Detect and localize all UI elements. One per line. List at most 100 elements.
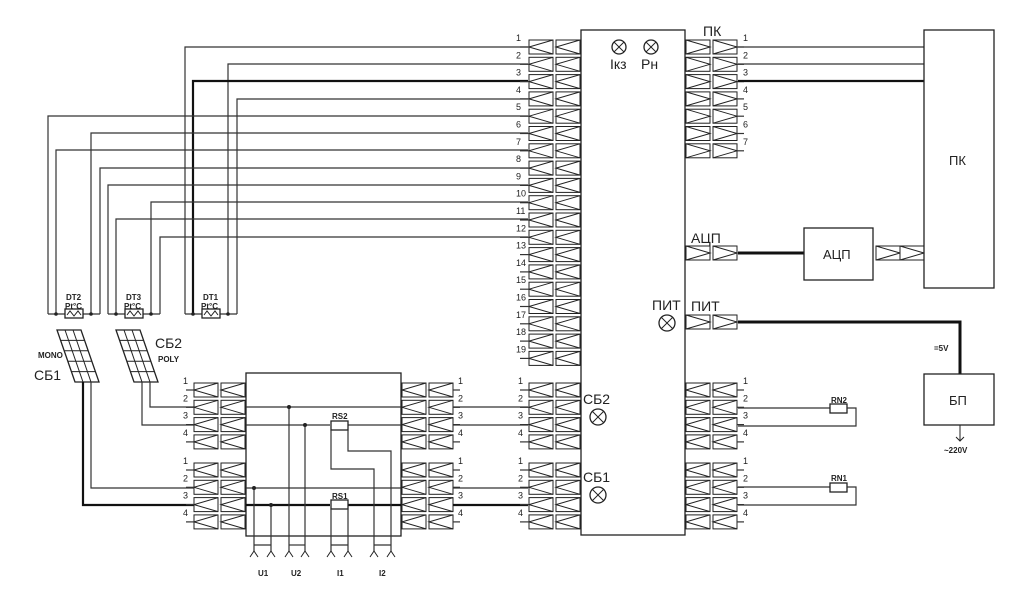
pin-label: 4 xyxy=(518,428,523,438)
pin-label: 3 xyxy=(183,411,188,421)
terminal-icon xyxy=(192,434,219,450)
terminal-icon xyxy=(219,514,246,530)
pin-label: 1 xyxy=(183,376,188,386)
pin-label: 1 xyxy=(458,376,463,386)
pin-label: 17 xyxy=(516,310,526,320)
terminal-icon xyxy=(527,108,554,124)
terminal-icon xyxy=(400,434,427,450)
terminal-icon xyxy=(554,417,581,433)
adc-block-label: АЦП xyxy=(823,247,851,262)
terminal-icon xyxy=(684,382,711,398)
output-plug-icon xyxy=(326,544,353,558)
terminal-icon xyxy=(400,514,427,530)
terminal-icon xyxy=(219,417,246,433)
terminal-icon xyxy=(711,479,738,495)
terminal-icon xyxy=(192,417,219,433)
terminal-icon xyxy=(219,462,246,478)
terminal-icon xyxy=(554,333,581,349)
terminal-icon xyxy=(527,229,554,245)
pin-label: 3 xyxy=(743,411,748,421)
pin-label: 3 xyxy=(458,411,463,421)
terminal-icon xyxy=(527,316,554,332)
indicator-sb2: СБ2 xyxy=(583,391,610,426)
terminal-icon xyxy=(685,143,712,159)
sensor-dt1-id: DT1 xyxy=(203,293,219,302)
pin-label: 9 xyxy=(516,171,521,181)
sensor-dt2: DT2 Pt°C xyxy=(54,293,93,319)
terminal-icon xyxy=(192,462,219,478)
pin-label: 7 xyxy=(516,137,521,147)
measurement-outputs xyxy=(249,544,396,558)
terminal-icon xyxy=(554,350,581,366)
pin-label: 3 xyxy=(518,411,523,421)
panel-type-label: MONO xyxy=(38,351,63,360)
panel-id-label: СБ1 xyxy=(34,367,61,383)
terminal-icon xyxy=(527,160,554,176)
terminal-icon xyxy=(685,245,712,261)
pin-label: 3 xyxy=(458,491,463,501)
terminal-icon xyxy=(711,514,738,530)
sensor-dt3: DT3 Pt°C xyxy=(114,293,153,319)
pin-label: 3 xyxy=(183,491,188,501)
terminal-icon xyxy=(554,479,581,495)
load-rn2: RN2 xyxy=(738,396,857,427)
terminal-icon xyxy=(685,314,712,330)
pin-label: 4 xyxy=(743,508,748,518)
pin-label: 4 xyxy=(518,508,523,518)
terminal-icon xyxy=(684,514,711,530)
terminal-icon xyxy=(192,514,219,530)
terminal-icon xyxy=(527,91,554,107)
terminal-icon xyxy=(712,39,739,55)
pc-block-label: ПК xyxy=(949,153,966,168)
terminal-icon xyxy=(527,514,554,530)
terminal-icon xyxy=(554,56,581,72)
terminal-icon xyxy=(554,177,581,193)
pin-label: 2 xyxy=(458,393,463,403)
terminal-icon xyxy=(554,434,581,450)
power-connector-label: ПИТ xyxy=(691,298,720,314)
indicator-ikz: Iкз xyxy=(610,39,627,72)
terminal-icon xyxy=(712,91,739,107)
terminal-icon xyxy=(554,382,581,398)
terminal-icon xyxy=(219,399,246,415)
terminal-icon xyxy=(685,39,712,55)
terminal-icon xyxy=(192,497,219,513)
measurement-block xyxy=(245,372,402,537)
pin-label: 5 xyxy=(516,102,521,112)
terminal-icon xyxy=(219,497,246,513)
sensor-dt1: DT1 Pt°C xyxy=(191,293,230,319)
terminal-icon xyxy=(527,399,554,415)
pin-label: 4 xyxy=(516,85,521,95)
terminal-icon xyxy=(712,74,739,90)
pin-label: 4 xyxy=(458,508,463,518)
terminal-icon xyxy=(712,56,739,72)
indicator-pn-label: Pн xyxy=(641,56,658,72)
terminal-icon xyxy=(527,195,554,211)
pin-label: 4 xyxy=(183,428,188,438)
terminal-icon xyxy=(554,74,581,90)
pin-label: 6 xyxy=(516,120,521,130)
terminal-icon xyxy=(711,399,738,415)
pk-pin-label: 6 xyxy=(743,120,748,130)
main-controller-block xyxy=(580,29,686,536)
terminal-icon xyxy=(527,479,554,495)
pin-label: 1 xyxy=(743,456,748,466)
terminal-icon xyxy=(192,382,219,398)
terminal-icon xyxy=(527,247,554,263)
solar-panel-sb1: MONO СБ1 xyxy=(34,329,100,383)
output-i2-label: I2 xyxy=(379,569,386,578)
terminal-icon xyxy=(427,479,454,495)
pk-connector-label: ПК xyxy=(703,23,722,39)
terminal-icon xyxy=(712,245,739,261)
pin-label: 2 xyxy=(183,393,188,403)
terminal-icon xyxy=(427,434,454,450)
pin-label: 3 xyxy=(518,491,523,501)
load-rn1-label: RN1 xyxy=(831,474,848,483)
sensor-wires xyxy=(47,46,528,315)
pin-label: 13 xyxy=(516,241,526,251)
terminal-icon xyxy=(712,126,739,141)
output-i1-label: I1 xyxy=(337,569,344,578)
pin-label: 4 xyxy=(743,428,748,438)
terminal-icon xyxy=(554,462,581,478)
adc-connector-label: АЦП xyxy=(691,230,721,246)
